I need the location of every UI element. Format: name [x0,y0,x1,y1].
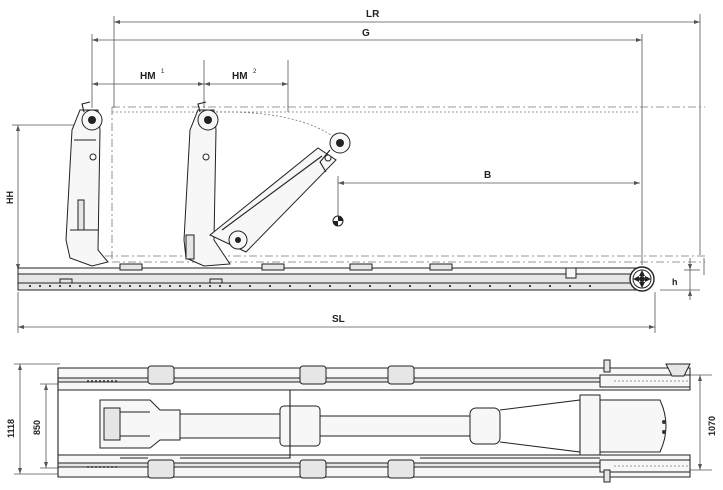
dimension-sl: SL [17,292,656,333]
label-lr: LR [366,9,380,20]
label-sl: SL [332,314,345,325]
label-hm2-sup: 2 [253,69,257,75]
dimension-h: h [660,258,705,300]
label-width-outer: 1118 [6,419,16,438]
center-of-gravity-icon [332,215,344,227]
label-h: h [672,277,678,287]
label-hm1: HM [140,71,156,82]
label-hh: HH [5,191,15,204]
dimension-width-right: 1070 [690,374,717,471]
hook-arm-position-2 [183,101,351,267]
label-width-inner: 850 [32,420,42,435]
dimension-g: G [91,28,643,265]
chassis-frame-side [17,263,639,291]
dimension-width-outer: 1118 [6,363,60,475]
dimension-hh: HH [5,124,80,270]
label-g: G [362,28,370,39]
dimension-hm: HM 1 HM 2 [92,60,289,112]
dimension-b: B [337,170,640,224]
label-width-right: 1070 [707,416,717,436]
label-hm1-sup: 1 [161,69,165,75]
rear-roller-icon [629,266,655,292]
chassis-frame-top [57,359,691,483]
label-hm2: HM [232,71,248,82]
hook-arm-position-1 [65,101,109,267]
chassis-holes [28,284,592,288]
hook-arm-top-view [99,389,667,459]
label-b: B [484,170,491,181]
dimension-lr: LR [113,9,701,255]
